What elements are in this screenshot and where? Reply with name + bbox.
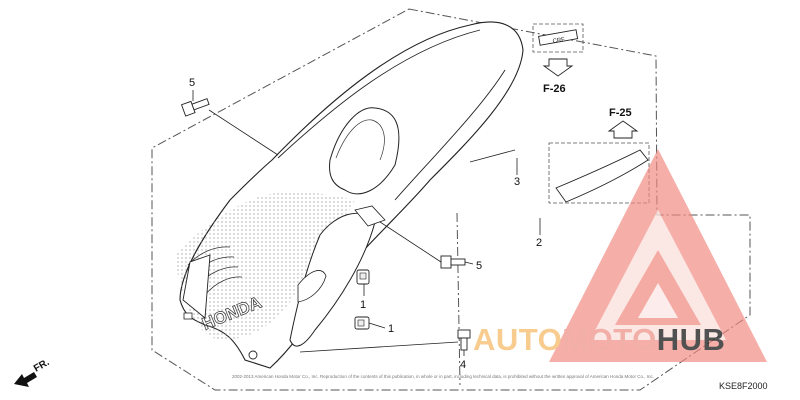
fender-opening-inner (335, 119, 385, 161)
watermark-text: AUTOMOTOHUB (473, 322, 725, 357)
watermark-part-2: MOTO (562, 322, 656, 357)
arrow-up-icon (607, 120, 639, 139)
inner-flap-slot (297, 270, 327, 303)
fender-side-edge (394, 69, 506, 201)
flange-bolt-lower (440, 255, 466, 269)
callout-5-top: 5 (189, 77, 195, 89)
callout-4: 4 (460, 359, 466, 371)
f26-reference: CRF F-26 (532, 23, 584, 95)
callout-5-right: 5 (476, 260, 482, 272)
front-direction-indicator: FR. (14, 357, 52, 387)
upper-mount-plate (354, 205, 386, 227)
copyright-notice: 2002-2013 American Honda Motor Co., Inc.… (232, 374, 654, 379)
decal-sticker (538, 29, 579, 46)
front-arrow-icon (14, 372, 37, 387)
automotohub-watermark: AUTOMOTOHUB (473, 149, 767, 362)
clip-nut-upper (356, 269, 370, 285)
ref-f26-label: F-26 (543, 83, 566, 95)
ref-f25-label: F-25 (609, 107, 632, 119)
flange-bolt-bottom (457, 329, 471, 351)
direction-label: FR. (32, 357, 52, 375)
callout-1-lower: 1 (388, 323, 394, 335)
callout-2: 2 (536, 237, 542, 249)
arrow-down-icon (542, 58, 574, 77)
flange-bolt-upper (180, 98, 210, 117)
watermark-part-1: AUTO (473, 322, 562, 357)
side-bracket (182, 254, 211, 319)
part-code: KSE8F2000 (719, 381, 768, 391)
guard-plate (555, 149, 649, 203)
fender-opening (329, 107, 400, 195)
f25-reference: F-25 (548, 107, 650, 204)
clip-nut-lower (354, 316, 370, 330)
watermark-part-3: HUB (657, 322, 726, 357)
lower-mount-hole (248, 350, 258, 360)
leader-lines (192, 90, 541, 356)
sub-assembly-outline (456, 212, 461, 386)
fender-graphic-area (175, 192, 355, 340)
fender-top-ridge (277, 29, 481, 159)
callout-1-upper: 1 (360, 299, 366, 311)
callout-3: 3 (514, 176, 520, 188)
mounting-slot (183, 312, 193, 320)
decal-text: CRF (552, 37, 566, 45)
